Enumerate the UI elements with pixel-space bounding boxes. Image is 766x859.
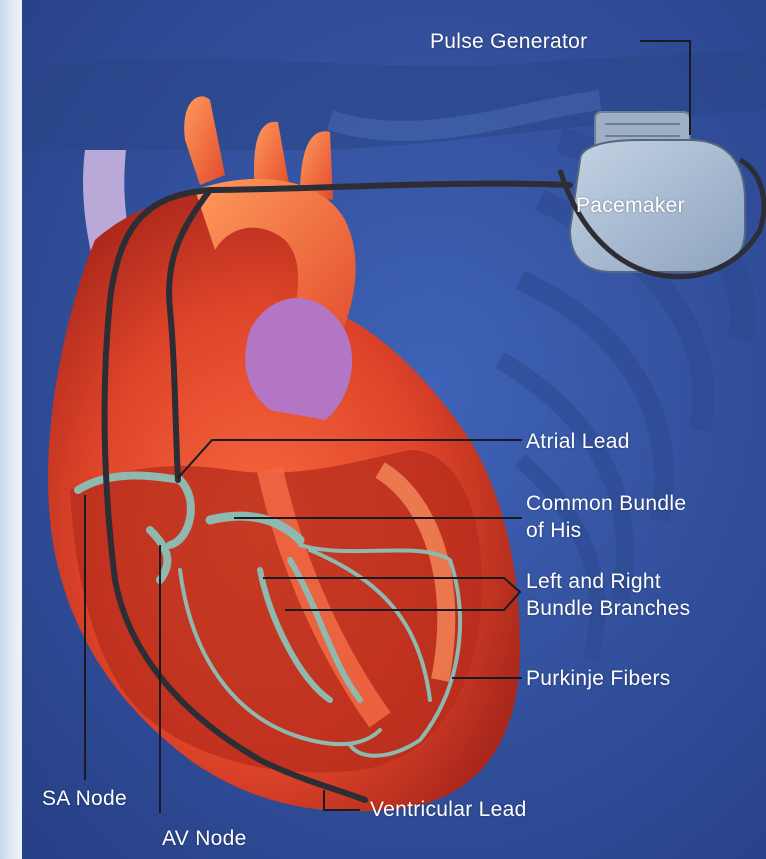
label-bundle-branches-line2: Bundle Branches — [526, 595, 690, 622]
label-sa-node: SA Node — [42, 785, 127, 812]
label-pacemaker: Pacemaker — [576, 192, 685, 219]
label-av-node: AV Node — [162, 825, 247, 852]
label-ventricular-lead: Ventricular Lead — [370, 796, 527, 823]
diagram-panel — [22, 0, 766, 859]
label-pulse-generator: Pulse Generator — [430, 28, 587, 55]
label-common-bundle: Common Bundle of His — [526, 490, 686, 544]
heart-pacemaker-illustration — [22, 0, 766, 859]
label-common-bundle-line2: of His — [526, 517, 686, 544]
label-common-bundle-line1: Common Bundle — [526, 490, 686, 517]
label-atrial-lead: Atrial Lead — [526, 428, 630, 455]
label-bundle-branches: Left and Right Bundle Branches — [526, 568, 690, 622]
label-bundle-branches-line1: Left and Right — [526, 568, 690, 595]
label-purkinje-fibers: Purkinje Fibers — [526, 665, 671, 692]
